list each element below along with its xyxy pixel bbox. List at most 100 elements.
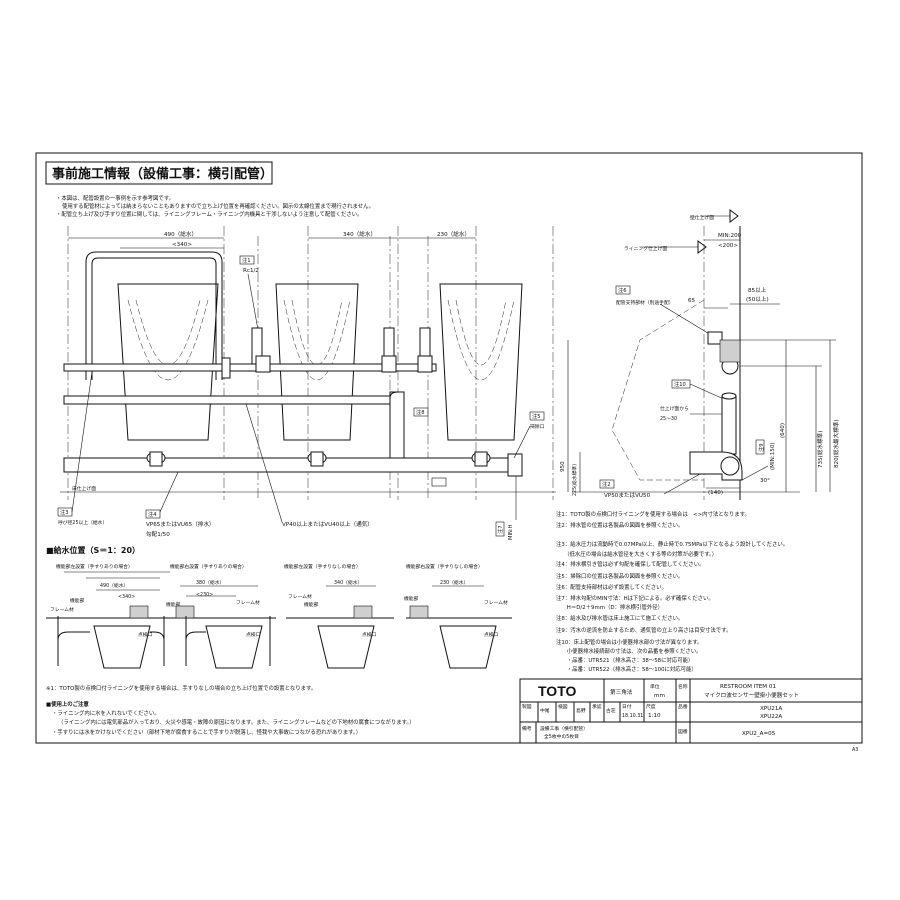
- top-note-2: 使用する配管材によっては納まらないこともありますので立ち上げ位置を再確認ください…: [62, 202, 374, 210]
- side-section: 壁仕上げ面 ライニング仕上げ面 MIN:200 <200> 注6 配管支持部材（…: [560, 209, 840, 500]
- remark-1: 設備工事（横引配管）: [540, 725, 588, 732]
- panel2-sub: <230>: [196, 592, 213, 598]
- supply-panel-4: 機能部右設置（手すりなしの場合） 230（総水） 機能部 フレーム材 点検口: [404, 563, 512, 669]
- vp40-label: VP40以上またはVU40以上（通気）: [282, 520, 373, 528]
- header-box: [45, 161, 273, 185]
- right-note-15: ・品番：UTR522（排水高さ：58〜100に対応可能）: [556, 665, 697, 673]
- urinal-1: [117, 283, 219, 441]
- drawn-by: 中尾: [540, 707, 550, 714]
- rise-range: 25〜30: [660, 416, 677, 422]
- dwg-no: XPU2_A=05: [742, 731, 776, 737]
- date-label: 日付: [622, 703, 632, 710]
- right-note-3: 注3：給水圧力は流動時で0.07MPa以上、静止時で0.75MPa以下となるよう…: [556, 540, 788, 548]
- drawing-border: [35, 152, 863, 744]
- panel2-dim: 380（総水）: [196, 579, 224, 586]
- part-label: 品番: [678, 703, 688, 710]
- panel3-dim: 340（総水）: [334, 579, 362, 586]
- d85-label: 85以上: [748, 286, 767, 294]
- panel2-title: 機能部右設置（手すりありの場合）: [170, 563, 247, 570]
- panel4-func: 機能部: [404, 595, 419, 602]
- supply-title: ■給水位置（S＝1：20）: [46, 545, 140, 555]
- note7-tag: 注7: [496, 526, 504, 535]
- remark-label: 備考: [522, 725, 532, 732]
- note3-tag: 注3: [60, 508, 69, 516]
- top-note-3: ・配管立ち上げ及び手すり位置に関しては、ライニングフレーム・ライニング内機具と干…: [56, 210, 363, 218]
- d735-label: 735(総水標準): [816, 431, 824, 468]
- floor-label: 床仕上げ面: [72, 485, 96, 492]
- lining-finish-label: ライニング仕上げ面: [624, 245, 667, 252]
- wall-finish-label: 壁仕上げ面: [690, 214, 714, 221]
- panel4-dim: 230（総水）: [440, 579, 468, 586]
- unit-value: mm: [654, 693, 665, 699]
- d950-label: 950: [560, 461, 566, 472]
- panel2-frame: フレーム材: [236, 599, 260, 606]
- min-h-label: MIN:H: [508, 524, 514, 540]
- note6-tag: 注6: [618, 286, 627, 294]
- right-note-11: 注9：汚水の逆流を防止するため、通気管の立上り高さは目安寸法です。: [556, 626, 731, 634]
- approved-by: 古荘: [606, 707, 616, 714]
- drawn-label: 製図: [522, 703, 532, 710]
- unit-label: 単位: [650, 683, 660, 690]
- panel4-title: 機能部右設置（手すりなしの場合）: [406, 563, 483, 570]
- panel2-func: 機能部: [166, 601, 181, 608]
- note5-tag: 注5: [532, 412, 541, 420]
- scale-value: 1:10: [648, 713, 661, 719]
- panel1-title: 機能部左設置（手すりありの場合）: [56, 563, 133, 570]
- part-1: XPU21A: [760, 706, 782, 712]
- rc-label: Rc1/2: [243, 268, 259, 274]
- urinal-2: [275, 283, 359, 441]
- dwg-label: 図番: [678, 728, 688, 735]
- sump-label: 掃除口: [530, 423, 545, 430]
- caution-3: ・手すりには水をかけないでください（部材下地が腐食することで手すりが脱落し、怪我…: [52, 728, 361, 736]
- name-label: 名称: [678, 683, 688, 690]
- right-note-5: 注4：排水横引き管は必ず勾配を確保して配管してください。: [556, 560, 705, 568]
- panel3-title: 機能部左設置（手すりなしの場合）: [284, 563, 361, 570]
- panel3-func: 機能部: [304, 601, 319, 608]
- projection: 第三角法: [610, 688, 633, 696]
- right-note-13: 小便器排水接続部の寸法は、次の品番を参照ください。: [556, 647, 702, 655]
- right-note-8: 注7：排水勾配のMIN寸法：Hは下記による。必ず確保ください。: [556, 594, 714, 602]
- panel1-func: 機能部: [70, 597, 85, 604]
- support-label: 配管支持部材（別途手配）: [616, 299, 674, 306]
- page-title: 事前施工情報（設備工事：横引配管）: [52, 166, 273, 182]
- deg30-label: 30°: [760, 478, 770, 484]
- toto-logo: TOTO: [538, 683, 576, 699]
- note4-tag: 注4: [148, 510, 157, 518]
- dim-340-sub: <340>: [172, 242, 192, 248]
- name-line-2: マイクロ波センサー壁掛小便器セット: [704, 691, 799, 699]
- right-note-2: 注2：排水管の位置は各製品の図面を参照ください。: [556, 521, 683, 529]
- caution-1: ・ライニング内に水を入れないでください。: [52, 709, 160, 717]
- panel4-inspect: 点検口: [484, 631, 499, 638]
- scale-label: 尺度: [646, 703, 656, 710]
- panel1-dim: 490（総水）: [100, 582, 128, 589]
- title-block: TOTO 第三角法 単位 mm 名称 RESTROOM ITEM 01 マイクロ…: [519, 678, 863, 744]
- right-note-10: 注8：給水及び排水管は床上施工にて施工ください。: [556, 614, 683, 622]
- note3-text: 呼び径25以上（給水）: [58, 519, 107, 526]
- check-label: 検図: [558, 703, 568, 710]
- d65-label: 65: [688, 298, 696, 304]
- note8-tag: 注8: [416, 408, 425, 416]
- right-note-9: H＝D/2＋9mm（D：排水横引管外径）: [556, 603, 663, 611]
- checked-by: 島野: [576, 707, 586, 714]
- d140-label: (140): [708, 490, 723, 496]
- part-2: XPU22A: [760, 714, 782, 720]
- approve-label: 承認: [592, 703, 602, 710]
- dim-490: 490（総水）: [164, 230, 197, 238]
- footnote-1: ※1：TOTO製の点検口付ライニングを使用する場合は、手すりなしの場合の立ち上げ…: [46, 684, 316, 692]
- vp65-label: VP65またはVU65（排水）: [146, 520, 215, 528]
- note1-tag: 注1: [242, 256, 251, 264]
- right-note-4: （低水圧の場合は給水管径を大きくする等の対策が必要です。）: [556, 550, 717, 558]
- rise-label: 仕上げ面から: [660, 405, 689, 412]
- caution-2: （ライニング内には電気部品が入っており、火災や感電・故障の原因になります。また、…: [58, 718, 415, 726]
- right-note-1: 注1：TOTO製の点検口付ライニングを使用する場合は <>内寸法となります。: [556, 510, 750, 518]
- supply-panel-3: 機能部左設置（手すりなしの場合） 340（総水） フレーム材 機能部 点検口: [284, 563, 394, 669]
- right-note-12: 注10：床上配管の場合は小便器排水部の寸法が異なります。: [556, 638, 702, 646]
- note9-tag: 注9: [757, 444, 765, 453]
- sheet-size: A3: [852, 747, 858, 753]
- panel1-sub: <340>: [118, 594, 135, 600]
- vp50-label: VP50またはVU50: [604, 492, 651, 499]
- panel2-inspect: 点検口: [246, 631, 261, 638]
- panel1-inspect: 点検口: [138, 631, 153, 638]
- right-notes: 注1：TOTO製の点検口付ライニングを使用する場合は <>内寸法となります。 注…: [556, 510, 788, 673]
